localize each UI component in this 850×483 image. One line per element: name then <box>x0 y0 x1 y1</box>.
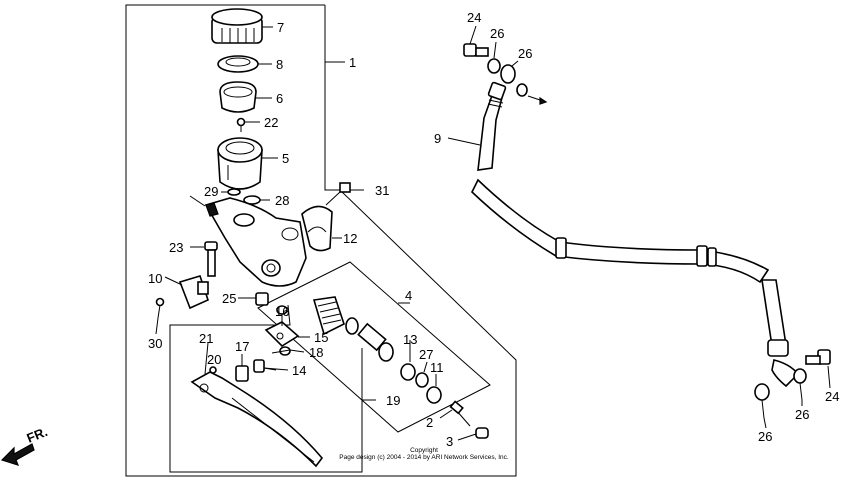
callout-1: 1 <box>349 55 356 70</box>
callout-3: 3 <box>446 434 453 449</box>
callout-7: 7 <box>277 20 284 35</box>
boot-25 <box>255 292 269 306</box>
callouts: 7 8 6 22 5 1 29 28 31 12 23 10 25 30 4 1… <box>148 10 839 449</box>
callout-26-upper-left: 26 <box>490 26 504 41</box>
knocker-15 <box>264 321 300 348</box>
reservoir-cap <box>211 8 263 44</box>
adjuster-18 <box>271 346 291 356</box>
callout-22: 22 <box>264 115 278 130</box>
callout-17: 17 <box>235 339 249 354</box>
lower-banjo-bolt <box>754 349 831 419</box>
part-4-group-outline <box>257 261 491 433</box>
callout-2: 2 <box>426 415 433 430</box>
callout-11: 11 <box>430 360 444 375</box>
callout-16: 16 <box>275 304 289 319</box>
brake-light-switch <box>178 275 209 310</box>
part-19-group-outline <box>169 304 363 473</box>
callout-30: 30 <box>148 336 162 351</box>
callout-14: 14 <box>292 363 306 378</box>
callout-24-upper: 24 <box>467 10 481 25</box>
handlebar-holder <box>301 205 333 252</box>
callout-19: 19 <box>386 393 400 408</box>
callout-31: 31 <box>375 183 389 198</box>
brake-hose <box>471 81 800 388</box>
callout-23: 23 <box>169 240 183 255</box>
upper-banjo-bolt <box>463 43 548 105</box>
spring-20 <box>209 366 217 374</box>
callout-24-lower: 24 <box>825 389 839 404</box>
holder-bolt <box>325 182 364 206</box>
callout-25: 25 <box>222 291 236 306</box>
screw-22 <box>236 117 246 132</box>
nut-3 <box>475 427 489 439</box>
piston-set <box>312 296 442 404</box>
callout-13: 13 <box>403 332 417 347</box>
callout-26-upper-right: 26 <box>518 46 532 61</box>
callout-21: 21 <box>199 331 213 346</box>
front-label: FR. <box>25 424 50 446</box>
seal-29 <box>227 188 241 196</box>
callout-5: 5 <box>282 151 289 166</box>
callout-8: 8 <box>276 57 283 72</box>
screw-16 <box>276 305 288 326</box>
callout-26-lower-left: 26 <box>758 429 772 444</box>
part-1-group-outline <box>125 4 517 477</box>
callout-27: 27 <box>419 347 433 362</box>
callout-10: 10 <box>148 271 162 286</box>
copyright-line-2: Page design (c) 2004 - 2014 by ARI Netwo… <box>339 454 509 461</box>
master-cylinder-body <box>189 195 307 287</box>
copyright-line-1: Copyright <box>410 447 438 454</box>
reservoir-body <box>217 137 263 190</box>
front-arrow-icon <box>0 443 35 466</box>
push-rod <box>449 400 471 427</box>
callout-26-lower-right: 26 <box>795 407 809 422</box>
leader-lines <box>155 25 831 441</box>
pivot-bolt-14 <box>253 359 277 373</box>
collar-17 <box>235 365 249 382</box>
callout-4: 4 <box>405 288 412 303</box>
callout-12: 12 <box>343 231 357 246</box>
callout-15: 15 <box>314 330 328 345</box>
callout-6: 6 <box>276 91 283 106</box>
callout-18: 18 <box>309 345 323 360</box>
callout-9: 9 <box>434 131 441 146</box>
callout-20: 20 <box>207 352 221 367</box>
callout-28: 28 <box>275 193 289 208</box>
brake-lever <box>190 371 324 468</box>
callout-29: 29 <box>204 184 218 199</box>
reservoir-diaphragm <box>219 81 257 113</box>
pivot-bolt <box>204 241 218 277</box>
switch-screw <box>155 297 165 319</box>
diaphragm-plate <box>217 55 259 73</box>
